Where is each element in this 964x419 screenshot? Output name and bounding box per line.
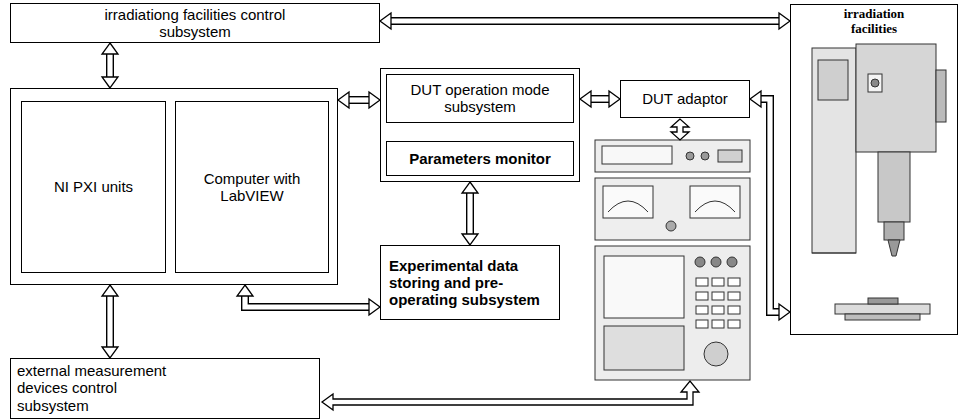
arrow-core [245, 295, 370, 307]
adaptor-box: DUT adaptor [620, 80, 750, 118]
arrow-head [369, 299, 380, 315]
double-arrow [102, 285, 118, 358]
arrow-head [102, 347, 118, 358]
box-label: DUT adaptor [621, 90, 749, 107]
irradiation-machine [812, 44, 946, 256]
arrow-core [590, 96, 610, 101]
instrument-arrow [322, 381, 699, 410]
pxi-box: NI PXI units [21, 101, 166, 273]
arrow-outline [590, 95, 610, 103]
arrow-core [760, 99, 780, 312]
arrow-outline [760, 99, 780, 312]
measurement-box: external measurement devices control sub… [10, 358, 320, 419]
arrow-head [609, 91, 620, 107]
system-frame: NI PXI units Computer with LabVIEW [10, 88, 338, 285]
arrow-head [102, 77, 118, 88]
computer-box: Computer with LabVIEW [175, 101, 329, 273]
arrow-head [237, 285, 253, 296]
sample-stage [835, 298, 930, 320]
arrow-head [462, 182, 478, 193]
box-label: irradiation facilities [829, 7, 919, 37]
arrow-head [380, 13, 391, 29]
double-arrow [580, 91, 620, 107]
box-label: DUT operation mode subsystem [386, 74, 574, 123]
box-label: Experimental data storing and pre-operat… [381, 253, 559, 313]
arrow-head [750, 91, 761, 107]
box-label: Parameters monitor [386, 141, 574, 176]
arrow-outline [348, 96, 370, 104]
arrow-core [107, 53, 112, 78]
arrow-core [390, 18, 780, 23]
arrow-core [348, 97, 370, 102]
arrow-head [102, 285, 118, 296]
double-arrow [338, 92, 380, 108]
double-arrow [462, 182, 478, 245]
arrow-head [102, 43, 118, 54]
arrow-core [107, 295, 112, 348]
double-arrow [237, 285, 380, 315]
arrow-head [462, 234, 478, 245]
double-arrow [750, 91, 790, 320]
arrow-head [779, 304, 790, 320]
control-box: irradiationg facilities control subsyste… [10, 3, 380, 43]
box-label: Computer with LabVIEW [176, 170, 328, 205]
arrow-outline [106, 53, 114, 78]
box-label: irradiationg facilities control subsyste… [100, 6, 290, 41]
arrow-outline [245, 295, 370, 307]
subsystem-box: DUT operation mode subsystemParameters m… [380, 68, 580, 182]
arrow-outline [390, 17, 780, 25]
arrow-core [467, 192, 472, 235]
double-arrow [102, 43, 118, 88]
arrow-head [779, 13, 790, 29]
double-arrow [380, 13, 790, 29]
arrow-outline [106, 295, 114, 348]
arrow-head [369, 92, 380, 108]
box-label: NI PXI units [22, 178, 165, 195]
arrow-outline [466, 192, 474, 235]
instrument-arrow [671, 119, 689, 140]
storage-box: Experimental data storing and pre-operat… [380, 245, 560, 320]
box-label: external measurement devices control sub… [11, 359, 183, 417]
facility-box: irradiation facilities [790, 4, 958, 335]
arrow-head [580, 91, 591, 107]
measurement-instruments [595, 140, 750, 380]
arrow-head [338, 92, 349, 108]
